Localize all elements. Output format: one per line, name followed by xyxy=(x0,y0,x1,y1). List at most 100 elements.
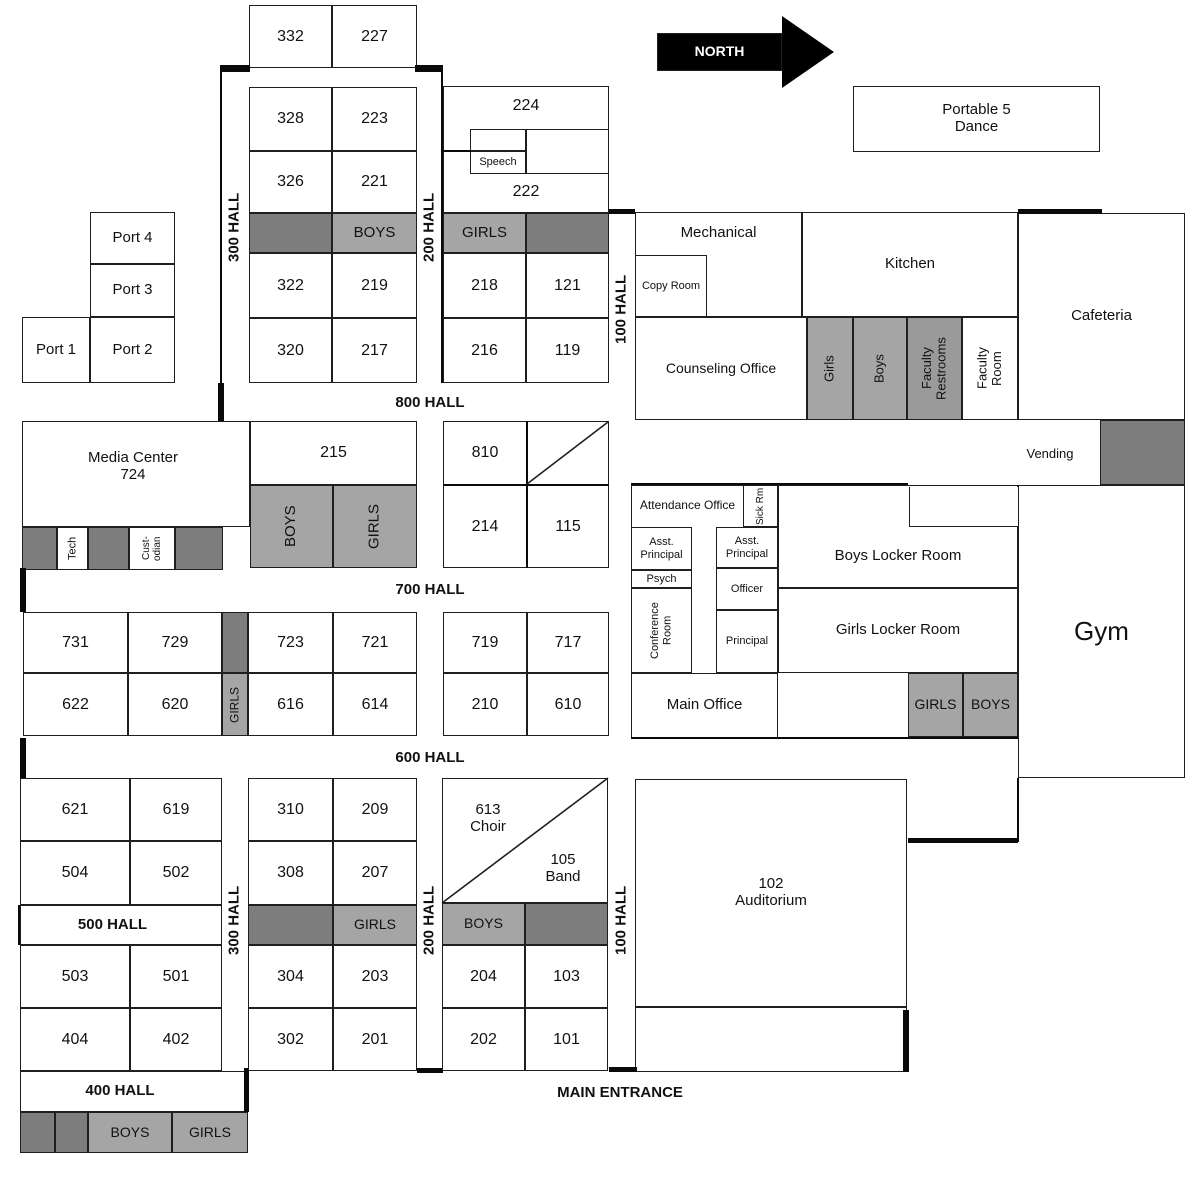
girls-restroom-faculty-row: Girls xyxy=(807,317,853,420)
room-custodian: Cust- odian xyxy=(129,527,175,570)
wall-thick xyxy=(415,65,443,72)
room-gym: Gym xyxy=(1018,485,1185,778)
hall-label-600: 600 HALL xyxy=(395,748,465,766)
wall xyxy=(443,484,609,486)
room-psych: Psych xyxy=(631,570,692,588)
room-310: 310 xyxy=(248,778,333,841)
room-201: 201 xyxy=(333,1008,417,1071)
girls-restroom-700hall: GIRLS xyxy=(333,485,417,568)
storage-gray-300hall-bottom xyxy=(248,905,333,945)
wall xyxy=(631,737,1018,739)
wall-thick xyxy=(221,65,250,72)
wall xyxy=(443,150,471,152)
room-121: 121 xyxy=(526,253,609,318)
room-conference: Conference Room xyxy=(631,588,692,673)
room-counseling: Counseling Office xyxy=(635,317,807,420)
hall-label-100-top: 100 HALL xyxy=(612,274,630,345)
hall-label-200-top: 200 HALL xyxy=(420,192,438,263)
room-port3: Port 3 xyxy=(90,264,175,317)
room-203: 203 xyxy=(333,945,417,1008)
room-main-office: Main Office xyxy=(631,673,778,738)
room-214-label: 214 xyxy=(471,517,499,535)
wall-thick xyxy=(417,1068,443,1073)
wall-thick xyxy=(1018,209,1102,214)
storage-gray-400hall-1 xyxy=(20,1112,55,1153)
room-media-center xyxy=(22,421,250,527)
room-mechanical-label: Mechanical xyxy=(680,223,757,241)
room-223: 223 xyxy=(332,87,417,151)
boys-restroom-100hall: BOYS xyxy=(442,903,525,945)
room-204: 204 xyxy=(442,945,525,1008)
room-721: 721 xyxy=(333,612,417,673)
room-402: 402 xyxy=(130,1008,222,1071)
room-cafeteria: Cafeteria xyxy=(1018,213,1185,420)
vending-label: Vending xyxy=(1026,445,1074,461)
room-717: 717 xyxy=(527,612,609,673)
hall-label-300-bottom: 300 HALL xyxy=(225,885,243,955)
room-119: 119 xyxy=(526,318,609,383)
room-328: 328 xyxy=(249,87,332,151)
room-kitchen: Kitchen xyxy=(802,212,1018,317)
room-621: 621 xyxy=(20,778,130,841)
room-copy: Copy Room xyxy=(635,255,707,317)
room-207: 207 xyxy=(333,841,417,905)
room-224-label: 224 xyxy=(512,97,540,115)
wall xyxy=(631,483,908,485)
room-202: 202 xyxy=(442,1008,525,1071)
room-723: 723 xyxy=(248,612,333,673)
room-210: 210 xyxy=(443,673,527,736)
girls-restroom-200hall: GIRLS xyxy=(443,213,526,253)
room-326: 326 xyxy=(249,151,332,213)
room-faculty-room: Faculty Room xyxy=(962,317,1018,420)
room-faculty-restrooms: Faculty Restrooms xyxy=(907,317,962,420)
hall-label-800: 800 HALL xyxy=(395,393,465,411)
room-719: 719 xyxy=(443,612,527,673)
main-entrance-label: MAIN ENTRANCE xyxy=(557,1083,683,1101)
room-332: 332 xyxy=(249,5,332,68)
girls-restroom-300hall-bottom: GIRLS xyxy=(333,905,417,945)
storage-gray-100hall xyxy=(525,903,608,945)
room-asst-principal-left: Asst. Principal xyxy=(631,527,692,570)
room-auditorium: 102 Auditorium xyxy=(635,779,907,1007)
room-attendance-label: Attendance Office xyxy=(639,498,736,513)
wall-thick xyxy=(609,1067,637,1072)
room-227: 227 xyxy=(332,5,417,68)
room-216: 216 xyxy=(443,318,526,383)
entrance-strip xyxy=(635,1007,907,1072)
room-media-center-label: Media Center 724 xyxy=(87,449,179,483)
diagonal-wall-613 xyxy=(441,777,609,904)
room-principal: Principal xyxy=(716,610,778,673)
room-speech: Speech xyxy=(470,151,526,174)
locker-notch xyxy=(909,487,1018,527)
room-620: 620 xyxy=(128,673,222,736)
room-502: 502 xyxy=(130,841,222,905)
wall-thick xyxy=(20,568,26,612)
room-731: 731 xyxy=(23,612,128,673)
wall-thick xyxy=(244,1068,249,1112)
room-portable5-dance: Portable 5 Dance xyxy=(853,86,1100,152)
room-619: 619 xyxy=(130,778,222,841)
diagonal-wall-810 xyxy=(526,421,609,485)
storage-gray-300hall xyxy=(249,213,332,253)
room-302: 302 xyxy=(248,1008,333,1071)
hall-400-strip xyxy=(20,1071,248,1112)
wall xyxy=(441,65,443,383)
room-218: 218 xyxy=(443,253,526,318)
room-officer: Officer xyxy=(716,568,778,610)
room-503: 503 xyxy=(20,945,130,1008)
hall-label-700: 700 HALL xyxy=(395,580,465,598)
room-101: 101 xyxy=(525,1008,608,1071)
room-320: 320 xyxy=(249,318,332,383)
girls-restroom-600hall: GIRLS xyxy=(222,673,248,736)
room-504: 504 xyxy=(20,841,130,905)
room-tech: Tech xyxy=(57,527,88,570)
room-614: 614 xyxy=(333,673,417,736)
storage-gray-media1 xyxy=(22,527,57,570)
wall-thick xyxy=(20,738,26,778)
storage-gray-200hall xyxy=(526,213,609,253)
room-port2: Port 2 xyxy=(90,317,175,383)
storage-gray-600hall xyxy=(222,612,248,673)
wall-thick xyxy=(609,209,635,214)
room-115-label: 115 xyxy=(555,517,581,535)
